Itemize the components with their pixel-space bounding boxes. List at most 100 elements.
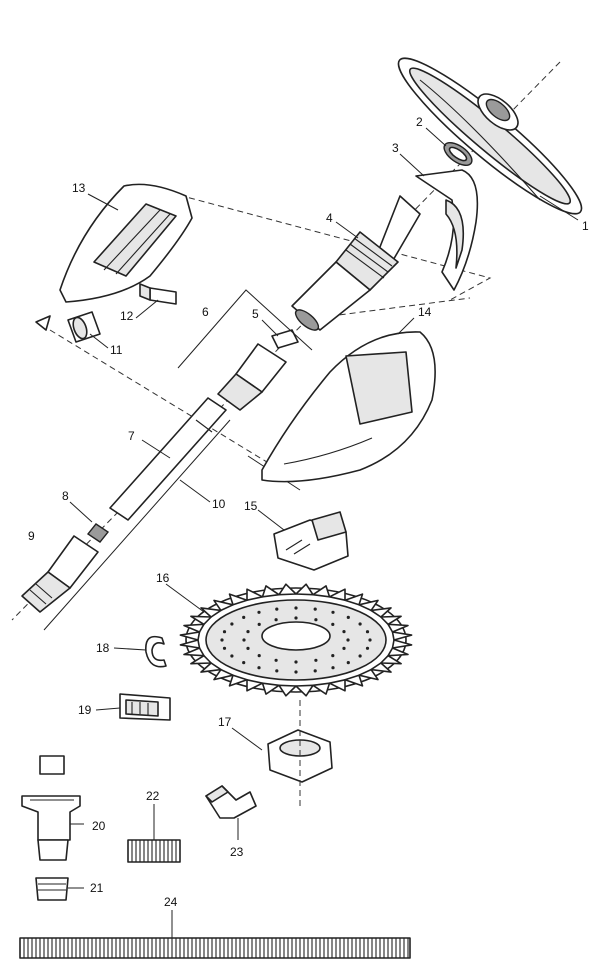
part-16-toothed-disc — [179, 583, 413, 697]
callout-4: 4 — [326, 211, 333, 225]
disc-hole — [346, 638, 350, 642]
disc-hole — [313, 607, 317, 611]
part-4-valve-body — [291, 195, 421, 331]
part-23-elbow — [205, 785, 257, 819]
callout-20: 20 — [92, 819, 106, 833]
disc-tooth — [179, 639, 201, 649]
disc-tooth — [228, 674, 248, 687]
hose-24-ribs — [23, 938, 409, 958]
disc-hole — [246, 646, 250, 651]
disc-tooth — [391, 631, 413, 641]
callout-17: 17 — [218, 715, 232, 729]
part-8-ring — [86, 523, 110, 543]
disc-tooth — [358, 668, 379, 681]
disc-tooth — [190, 615, 212, 626]
part-6-coupling — [177, 289, 313, 411]
disc-tooth — [261, 682, 280, 695]
part-7-tube — [109, 397, 227, 521]
disc-tooth — [380, 654, 402, 665]
disc-hole — [358, 654, 362, 658]
disc-tooth — [190, 654, 212, 665]
part-19-bumper — [119, 693, 171, 721]
disc-hole — [346, 615, 350, 620]
callout-5: 5 — [252, 307, 259, 321]
callout-2: 2 — [416, 115, 423, 129]
disc-holes — [220, 606, 372, 674]
callout-16: 16 — [156, 571, 170, 585]
disc-hole — [220, 638, 224, 642]
callout-1: 1 — [582, 219, 589, 233]
disc-teeth — [179, 583, 413, 697]
disc-tooth — [213, 599, 234, 612]
disc-tooth — [370, 662, 392, 673]
callout-8: 8 — [62, 489, 69, 503]
disc-tooth — [246, 679, 264, 692]
disc-hole — [365, 630, 370, 634]
callout-15: 15 — [244, 499, 258, 513]
disc-tooth — [261, 585, 280, 598]
disc-hole — [257, 610, 261, 614]
part-24-long-hose — [19, 937, 411, 959]
callout-labels: 1 2 3 4 5 6 7 8 9 10 11 12 13 14 15 16 1… — [28, 115, 589, 909]
callout-10: 10 — [212, 497, 226, 511]
part-17-nut — [267, 700, 333, 808]
disc-hole — [257, 654, 261, 658]
disc-tooth — [295, 684, 314, 697]
disc-tooth — [183, 647, 205, 657]
disc-tooth — [328, 588, 346, 601]
part-22-short-hose — [127, 839, 181, 863]
callout-14: 14 — [418, 305, 432, 319]
callout-11: 11 — [110, 343, 123, 357]
disc-hole — [275, 669, 279, 673]
disc-hole — [242, 638, 246, 642]
disc-hole — [314, 618, 318, 622]
disc-hole — [242, 615, 246, 620]
disc-tooth — [200, 662, 222, 673]
callout-13: 13 — [72, 181, 86, 195]
disc-hole — [342, 630, 346, 634]
disc-hole — [294, 670, 298, 674]
disc-tooth — [344, 674, 364, 687]
part-3-flap — [415, 169, 479, 291]
disc-hole — [294, 606, 298, 610]
part-2-ring — [443, 142, 473, 166]
disc-hole — [275, 607, 279, 611]
disc-tooth — [387, 623, 409, 633]
part-1-disc — [397, 57, 583, 215]
disc-hole — [274, 658, 278, 662]
disc-hole — [294, 616, 298, 620]
part-12-block — [139, 283, 177, 305]
part-20-wall-fitting — [21, 755, 81, 861]
disc-hole — [331, 610, 335, 614]
disc-tooth — [328, 679, 346, 692]
disc-hole — [257, 622, 261, 627]
disc-hole — [368, 638, 372, 642]
disc-tooth — [278, 583, 297, 596]
part-15-foot — [273, 511, 349, 571]
disc-hole — [346, 661, 350, 665]
disc-hole — [331, 666, 335, 670]
disc-tooth — [246, 588, 264, 601]
part-14-body — [261, 331, 436, 483]
callout-6: 6 — [202, 305, 209, 319]
disc-hole — [365, 646, 370, 650]
part-18-c-clip — [145, 635, 167, 668]
disc-hole — [222, 646, 227, 650]
disc-tooth — [380, 615, 402, 626]
callout-12: 12 — [120, 309, 134, 323]
disc-hole — [230, 654, 234, 658]
disc-tooth — [387, 647, 409, 657]
callout-3: 3 — [392, 141, 399, 155]
disc-hole — [242, 661, 246, 665]
disc-hole — [358, 622, 362, 626]
disc-tooth — [370, 607, 392, 618]
disc-hole — [222, 630, 227, 634]
disc-tooth — [344, 593, 364, 606]
disc-tooth — [295, 583, 314, 596]
disc-hole — [331, 622, 335, 627]
callout-19: 19 — [78, 703, 92, 717]
disc-hole — [313, 669, 317, 673]
part-9-swivel — [21, 535, 99, 613]
disc-tooth — [213, 668, 234, 681]
